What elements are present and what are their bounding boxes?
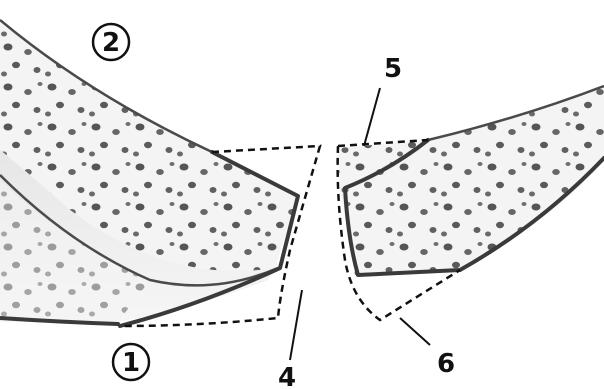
label-4: 4	[278, 363, 296, 389]
leader-4	[290, 290, 302, 360]
label-6: 6	[437, 349, 455, 379]
leader-5	[364, 88, 380, 146]
region-2-label: 2	[102, 28, 120, 58]
leader-6	[400, 318, 430, 345]
region-1-label: 1	[122, 348, 140, 378]
label-5: 5	[384, 54, 402, 84]
right-region	[338, 88, 604, 275]
